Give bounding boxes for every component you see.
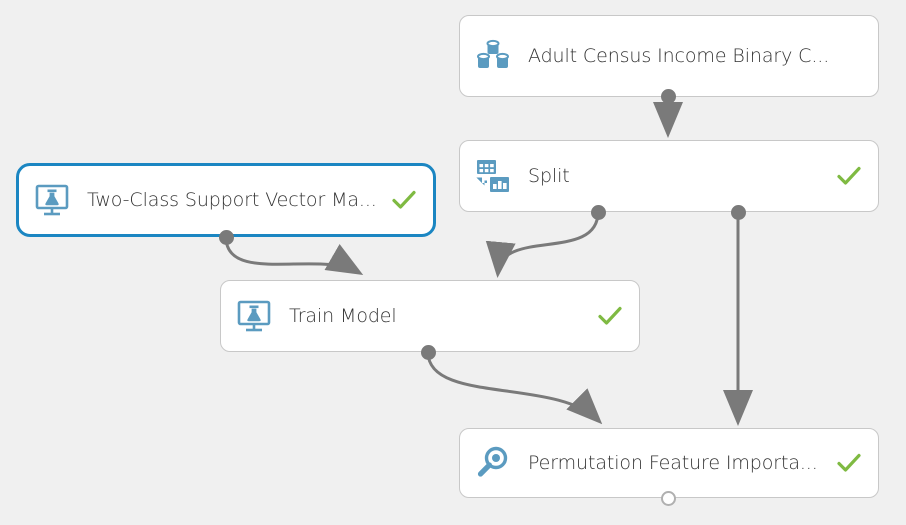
node-train[interactable]: Train Model bbox=[220, 280, 640, 352]
edge-train-to-pfi[interactable] bbox=[426, 351, 603, 425]
port-pfi-out-1[interactable] bbox=[660, 490, 676, 506]
node-label: Two-Class Support Vector Ma... bbox=[87, 189, 377, 211]
port-svm-out-1[interactable] bbox=[218, 229, 234, 245]
magnifier-icon bbox=[474, 444, 512, 482]
split-data-icon bbox=[474, 157, 512, 195]
edge-split-to-train[interactable] bbox=[485, 211, 600, 278]
check-icon bbox=[585, 303, 623, 329]
model-monitor-icon bbox=[235, 297, 273, 335]
node-label: Permutation Feature Importa... bbox=[528, 452, 818, 474]
node-dataset[interactable]: Adult Census Income Binary C... bbox=[459, 15, 879, 97]
port-train-out-1[interactable] bbox=[420, 344, 436, 360]
port-split-out-2[interactable] bbox=[730, 204, 746, 220]
check-icon bbox=[379, 187, 417, 213]
node-label: Train Model bbox=[289, 305, 397, 327]
edge-svm-to-train[interactable] bbox=[224, 236, 364, 275]
node-label: Split bbox=[528, 165, 570, 187]
check-icon bbox=[824, 450, 862, 476]
node-svm[interactable]: Two-Class Support Vector Ma... bbox=[16, 163, 436, 237]
node-split[interactable]: Split bbox=[459, 140, 879, 212]
port-split-out-1[interactable] bbox=[590, 204, 606, 220]
database-icon bbox=[474, 37, 512, 75]
node-label: Adult Census Income Binary C... bbox=[528, 45, 830, 67]
port-dataset-out-1[interactable] bbox=[660, 88, 676, 104]
check-icon bbox=[824, 163, 862, 189]
model-monitor-icon bbox=[33, 181, 71, 219]
node-pfi[interactable]: Permutation Feature Importa... bbox=[459, 428, 879, 498]
